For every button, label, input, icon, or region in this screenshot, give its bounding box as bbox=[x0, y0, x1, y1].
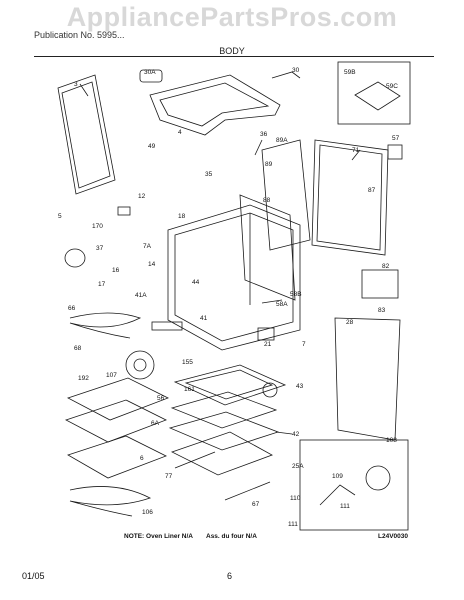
back-panel-3 bbox=[57, 74, 116, 195]
label-68: 68 bbox=[74, 345, 82, 352]
label-42: 42 bbox=[292, 431, 300, 438]
label-56: 56 bbox=[157, 395, 165, 402]
part-155 bbox=[151, 321, 183, 331]
section-title: BODY bbox=[219, 46, 245, 56]
label-57: 57 bbox=[392, 135, 400, 142]
label-82: 82 bbox=[382, 263, 390, 270]
knob-5 bbox=[64, 248, 86, 268]
label-59b: 59B bbox=[344, 69, 356, 76]
label-36: 36 bbox=[260, 131, 268, 138]
label-109: 110 bbox=[290, 495, 301, 502]
oven-cavity bbox=[167, 204, 301, 351]
label-44: 44 bbox=[192, 279, 200, 286]
bake-element-66 bbox=[69, 312, 142, 339]
label-89a: 89A bbox=[276, 137, 288, 144]
footer-page: 6 bbox=[227, 571, 233, 581]
label-49: 49 bbox=[148, 143, 156, 150]
part-30 bbox=[271, 71, 301, 79]
part-57 bbox=[387, 144, 403, 160]
part-30a bbox=[139, 69, 163, 83]
watermark: AppliancePartsPros.com bbox=[66, 2, 398, 32]
diagram-code: L24V0030 bbox=[378, 533, 408, 540]
inset-59 bbox=[337, 61, 411, 125]
label-58b: 58B bbox=[290, 291, 302, 298]
label-170: 170 bbox=[92, 223, 103, 230]
label-12: 12 bbox=[138, 193, 146, 200]
oven-rack bbox=[66, 377, 169, 421]
label-192: 192 bbox=[78, 375, 89, 382]
label-35: 35 bbox=[205, 171, 213, 178]
label-106: 109 bbox=[332, 473, 343, 480]
note-liner: NOTE: Oven Liner N/A bbox=[124, 533, 193, 540]
footer-date: 01/05 bbox=[22, 571, 45, 581]
label-66: 66 bbox=[68, 305, 76, 312]
publication-header: Publication No. 5995... bbox=[34, 30, 125, 40]
top-panel-4 bbox=[149, 74, 281, 136]
label-37: 37 bbox=[96, 245, 104, 252]
label-67: 106 bbox=[142, 509, 153, 516]
part-43 bbox=[262, 382, 278, 398]
label-155: 155 bbox=[182, 359, 193, 366]
label-30: 30 bbox=[292, 67, 300, 74]
label-87: 87 bbox=[368, 187, 376, 194]
label-59c: 59C bbox=[386, 83, 398, 90]
label-7a: 7A bbox=[143, 243, 152, 250]
part-170 bbox=[117, 206, 131, 216]
header-rule bbox=[34, 56, 434, 57]
label-77b: 67 bbox=[252, 501, 260, 508]
label-161: 161 bbox=[184, 386, 195, 393]
label-30a: 30A bbox=[144, 69, 156, 76]
fan-107 bbox=[125, 350, 155, 380]
label-89: 89 bbox=[265, 161, 273, 168]
label-28: 28 bbox=[346, 319, 354, 326]
label-16: 16 bbox=[112, 267, 120, 274]
note-liner-fr: Ass. du four N/A bbox=[206, 533, 257, 540]
label-18: 18 bbox=[178, 213, 186, 220]
back-wall-71 bbox=[311, 139, 389, 256]
broil-rack bbox=[67, 435, 167, 479]
label-110: 111 bbox=[340, 503, 350, 510]
label-17: 17 bbox=[98, 281, 106, 288]
label-6a: 6A bbox=[151, 420, 160, 427]
part-82 bbox=[361, 269, 399, 299]
part-21 bbox=[257, 327, 275, 341]
label-107: 107 bbox=[106, 372, 117, 379]
label-21: 21 bbox=[264, 341, 272, 348]
label-108: 108 bbox=[386, 437, 397, 444]
label-3: 3 bbox=[74, 81, 78, 88]
label-5: 5 bbox=[58, 213, 62, 220]
label-88: 88 bbox=[263, 197, 271, 204]
label-25a: 25A bbox=[292, 463, 304, 470]
label-41: 41 bbox=[200, 315, 208, 322]
label-71: 71 bbox=[352, 147, 360, 154]
label-4: 4 bbox=[178, 129, 182, 136]
broil-element-67 bbox=[69, 486, 152, 517]
label-7: 7 bbox=[302, 341, 306, 348]
inset-108 bbox=[299, 439, 409, 531]
label-14: 14 bbox=[148, 261, 156, 268]
label-58a: 58A bbox=[276, 301, 288, 308]
side-panel bbox=[334, 317, 401, 441]
label-111: 111 bbox=[288, 521, 298, 528]
label-6: 6 bbox=[140, 455, 144, 462]
label-43: 43 bbox=[296, 383, 304, 390]
label-83: 83 bbox=[378, 307, 386, 314]
label-77a: 77 bbox=[165, 473, 173, 480]
label-41a: 41A bbox=[135, 292, 147, 299]
